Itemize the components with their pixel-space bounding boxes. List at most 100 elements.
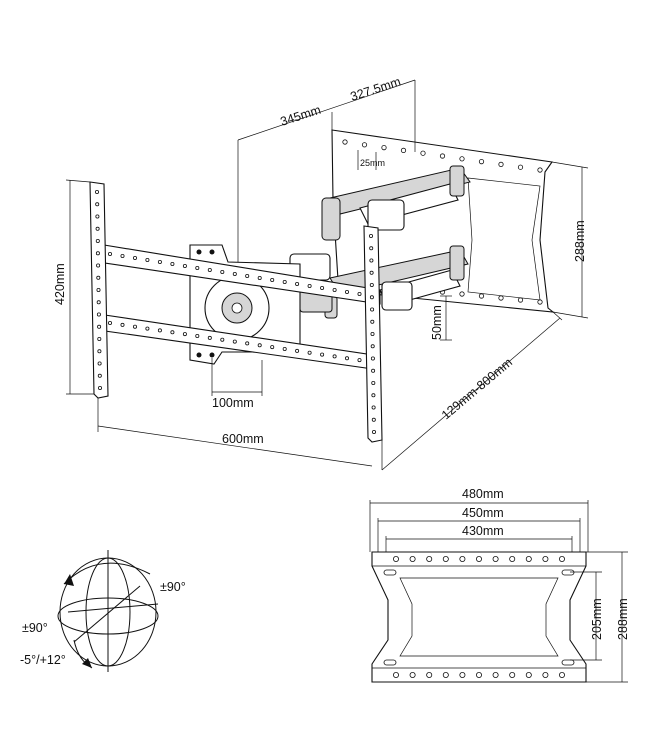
arm-hole xyxy=(96,263,101,268)
label-tilt: -5°/+12° xyxy=(20,653,66,667)
plate-hole xyxy=(426,556,433,563)
arm-hole xyxy=(369,258,374,263)
arm-hole xyxy=(369,295,374,300)
plate-hole xyxy=(542,672,549,679)
mount-hole xyxy=(478,293,485,299)
rail-hole xyxy=(344,356,349,361)
rail-hole xyxy=(257,275,262,280)
plate-hole xyxy=(409,672,416,679)
rail-hole xyxy=(332,354,337,359)
rail-hole xyxy=(282,279,287,284)
arm-hole xyxy=(369,246,374,251)
arm-hole xyxy=(371,393,376,398)
label-129-800: 129mm-800mm xyxy=(439,355,515,422)
mount-hole xyxy=(381,145,387,151)
plate-hole xyxy=(442,556,449,563)
rail-hole xyxy=(170,261,175,266)
label-205: 205mm xyxy=(590,598,604,640)
label-450: 450mm xyxy=(462,506,504,520)
rail-hole xyxy=(108,251,113,256)
rail-hole xyxy=(195,333,200,338)
plate-hole xyxy=(542,556,549,563)
rail-hole xyxy=(270,277,275,282)
mount-hole xyxy=(400,147,407,153)
rail-hole xyxy=(220,269,225,274)
rail-hole xyxy=(120,322,125,327)
mount-hole xyxy=(459,156,465,162)
plate-hole xyxy=(509,556,516,563)
plate-hole xyxy=(459,556,466,563)
mount-hole xyxy=(517,297,524,303)
mount-hole xyxy=(459,291,465,297)
mount-hole xyxy=(478,159,485,165)
swing-arm-lower xyxy=(324,245,469,319)
plate-hole xyxy=(525,556,532,563)
rail-hole xyxy=(357,358,362,363)
mount-hole xyxy=(439,153,446,159)
rail-hole xyxy=(232,271,237,276)
label-480: 480mm xyxy=(462,487,504,501)
rail-hole xyxy=(320,285,325,290)
rail-hole xyxy=(357,291,362,296)
arm-hole xyxy=(95,214,100,219)
label-rotation: ±90° xyxy=(22,621,48,635)
label-swivel: ±90° xyxy=(160,580,186,594)
arm-hole xyxy=(96,287,101,292)
arm-hole xyxy=(371,417,376,422)
arm-hole xyxy=(369,270,374,275)
arm-hole xyxy=(370,344,375,349)
rail-hole xyxy=(332,287,337,292)
plate-hole xyxy=(409,556,416,563)
arm-hole xyxy=(98,385,103,390)
arm-hole xyxy=(97,336,102,341)
arm-hole xyxy=(371,429,376,434)
rail-hole xyxy=(108,320,113,325)
arm-hole xyxy=(95,238,100,243)
rail-hole xyxy=(145,257,150,262)
arm-hole xyxy=(368,233,373,238)
rail-hole xyxy=(157,328,162,333)
rail-hole xyxy=(132,255,137,260)
plate-hole xyxy=(459,672,466,679)
rail-hole xyxy=(207,335,212,340)
label-288-main: 288mm xyxy=(573,220,587,262)
plate-hole xyxy=(559,556,566,563)
label-25: 25mm xyxy=(360,158,385,168)
mount-hole xyxy=(361,142,368,148)
rail-hole xyxy=(245,341,250,346)
arm-hole xyxy=(95,202,100,207)
label-600: 600mm xyxy=(222,432,264,446)
rail-hole xyxy=(132,324,137,329)
rail-hole xyxy=(182,263,187,268)
plate-hole xyxy=(392,672,399,679)
rail-hole xyxy=(170,330,175,335)
rail-hole xyxy=(270,345,275,350)
arm-hole xyxy=(370,356,375,361)
swing-arm-upper xyxy=(321,165,471,241)
plate-hole xyxy=(392,556,399,563)
arm-hole xyxy=(371,380,376,385)
plate-hole xyxy=(492,556,499,563)
arm-hole xyxy=(96,275,101,280)
horizontal-rail-top xyxy=(97,243,381,305)
rail-hole xyxy=(282,346,287,351)
mount-hole xyxy=(498,161,504,167)
arm-hole xyxy=(371,405,376,410)
dimension-lines xyxy=(65,79,589,471)
label-327-5: 327.5mm xyxy=(349,74,403,103)
arm-hole xyxy=(97,373,102,378)
arm-hole xyxy=(371,368,376,373)
plate-hole xyxy=(492,672,499,679)
arm-hole xyxy=(95,189,100,194)
label-420: 420mm xyxy=(53,263,67,305)
rail-hole xyxy=(207,267,212,272)
plate-hole xyxy=(475,556,482,563)
rail-hole xyxy=(195,265,200,270)
mount-hole xyxy=(420,150,426,156)
arm-hole xyxy=(95,226,100,231)
rail-hole xyxy=(307,283,312,288)
plate-hole xyxy=(559,672,566,679)
mount-hole xyxy=(537,299,543,305)
rail-hole xyxy=(245,273,250,278)
